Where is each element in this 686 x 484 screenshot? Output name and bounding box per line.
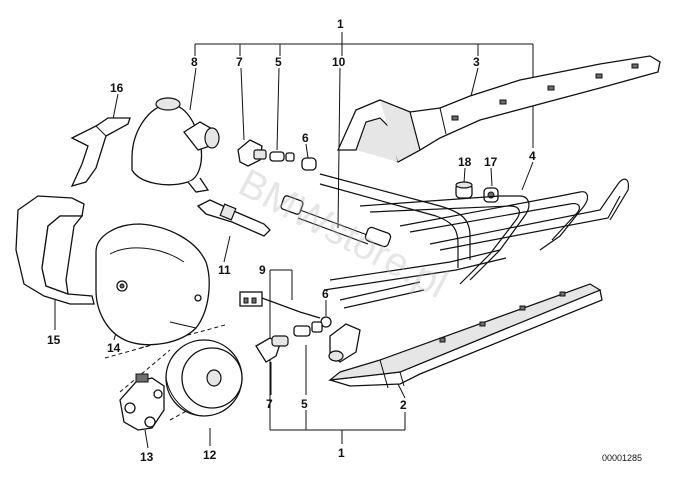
part-16-bracket	[70, 117, 131, 188]
part-5-sleeve-bottom	[293, 321, 323, 337]
part-5-sleeve-top	[269, 151, 295, 162]
callout-8: 8	[191, 55, 198, 69]
callout-12: 12	[203, 448, 217, 462]
callout-3: 3	[473, 55, 480, 69]
callout-7-top: 7	[236, 55, 243, 69]
part-2-rail	[327, 283, 603, 389]
part-17-cap	[483, 187, 499, 203]
part-9-connector	[239, 291, 321, 319]
callout-13: 13	[140, 450, 154, 464]
callout-5-bottom: 5	[301, 397, 308, 411]
callout-15: 15	[47, 333, 61, 347]
callout-6-top: 6	[302, 131, 309, 145]
callout-numbers: 1 8 7 5 10 3 16 6 18 17 4 11 9 6 15 14 7…	[47, 17, 536, 464]
callout-11: 11	[218, 263, 231, 277]
part-15-shield	[15, 195, 95, 305]
part-13-mount	[119, 373, 165, 431]
callout-5-top: 5	[275, 55, 282, 69]
callout-1-top: 1	[337, 17, 344, 31]
part-4-wire-loom	[319, 173, 629, 309]
callout-18: 18	[458, 155, 472, 169]
callout-2: 2	[400, 398, 407, 412]
callout-4: 4	[529, 149, 536, 163]
callout-10: 10	[332, 55, 346, 69]
part-3-cover	[336, 55, 661, 163]
part-18-bush	[455, 181, 473, 199]
part-14-distributor-housing	[95, 223, 210, 346]
part-11-spark-plug	[196, 199, 271, 237]
part-12-pulley	[165, 339, 243, 417]
callout-7-bottom: 7	[266, 397, 273, 411]
callout-14: 14	[107, 341, 121, 355]
callout-17: 17	[484, 155, 498, 169]
part-7-boot-top	[237, 139, 267, 167]
drawing-code: 00001285	[602, 453, 642, 463]
plug-boot-center	[328, 323, 361, 363]
callout-1-bottom: 1	[338, 446, 345, 460]
callout-6-mid: 6	[322, 287, 329, 301]
callout-9: 9	[259, 263, 266, 277]
part-8-distributor-cap	[131, 97, 220, 193]
part-10-coil-lead	[280, 195, 392, 248]
callout-16: 16	[110, 81, 124, 95]
part-6-grommet-top	[301, 157, 317, 171]
part-7-boot-bottom	[255, 335, 289, 363]
